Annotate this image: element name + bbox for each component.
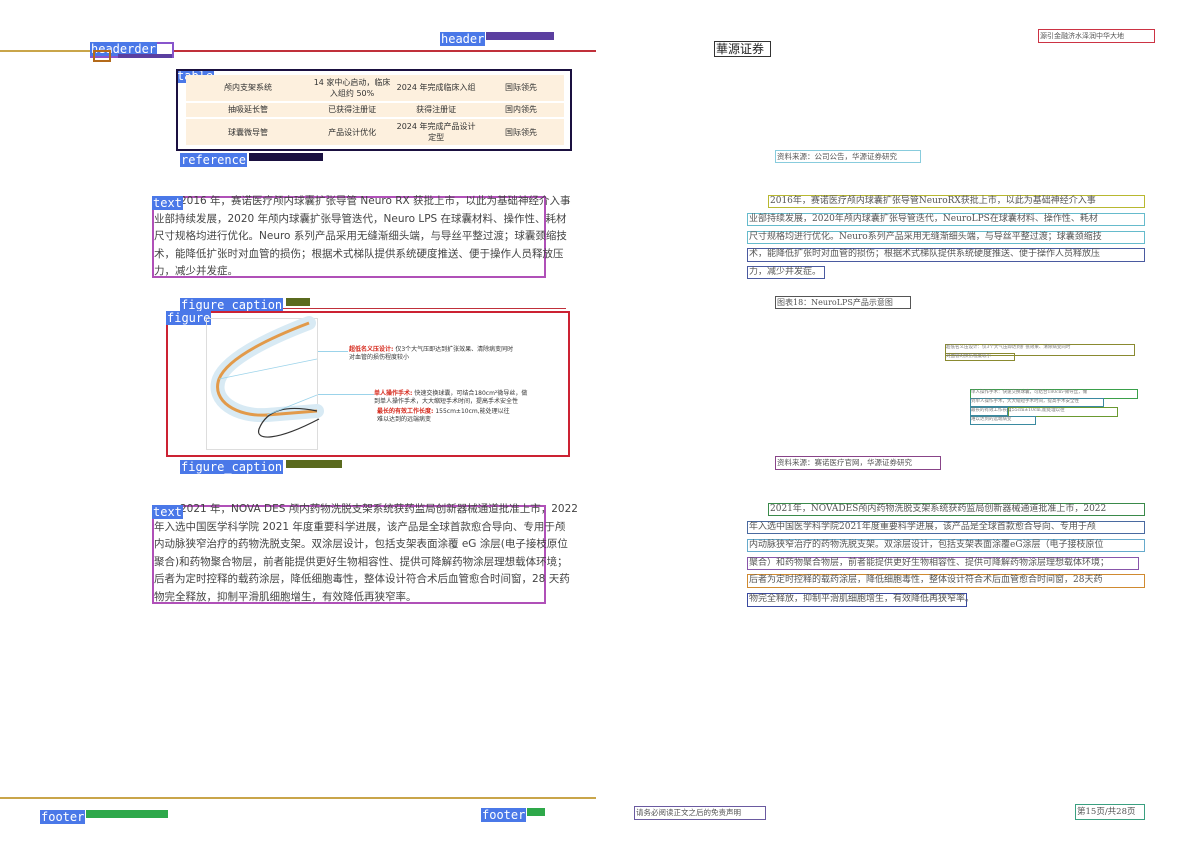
paragraph-line: 聚合)和药物聚合物层，前者能提供更好生物相容性、提供可降解药物涂层理想载体环境； [154, 555, 568, 568]
paragraph-line: 术，能降低扩张时对血管的损伤；根据术式梯队提供系统硬度推送、便于操作人员释放压 [154, 247, 564, 260]
source-note-2: 资料来源：赛诺医疗官网，华源证券研究 [775, 456, 941, 470]
ocr-line: 尺寸规格均进行优化。Neuro系列产品采用无缝渐细头端，与导丝平整过渡；球囊颈缩… [747, 231, 1145, 244]
header-red-line [172, 50, 596, 52]
footer-label-1: footer [40, 810, 86, 824]
logo-text: 華源证券 [714, 41, 771, 57]
table-cell: 产品设计优化 [310, 118, 395, 147]
caption-rule [180, 308, 566, 309]
source-note-1: 资料来源：公司公告，华源证券研究 [775, 150, 921, 163]
data-table: 颅内支架系统 14 家中心启动，临床入组约 50% 2024 年完成临床入组 国… [186, 75, 564, 147]
figure-region [166, 311, 570, 457]
table-cell: 国际领先 [478, 75, 564, 103]
ocr-line: 后者为定时控释的载药涂层，降低细胞毒性，整体设计符合术后血管愈合时间窗，28天药 [747, 574, 1145, 588]
tiny-annotation-1b: 对血管的损伤程度较小 [945, 353, 1015, 361]
table-cell: 国际领先 [478, 118, 564, 147]
paragraph-line: 年入选中国医学科学院 2021 年度重要科学进展，该产品是全球首款愈合导向、专用… [154, 520, 566, 533]
paragraph-line: 后者为定时控释的载药涂层，降低细胞毒性，整体设计符合术后血管愈合时间窗，28 天… [154, 573, 570, 585]
figure-caption-ocr: 图表18：NeuroLPS产品示意图 [775, 296, 911, 309]
text-region-2 [152, 505, 546, 604]
figure-annotation-1: 超低名义压设计: 仅3个大气压即达到扩张效果、清除病变同时 对血管的损伤程度较小 [349, 346, 513, 362]
ocr-line: 年入选中国医学科学院2021年度重要科学进展，该产品是全球首款愈合导向、专用于颅 [747, 521, 1145, 534]
footer-mark-2 [527, 808, 545, 816]
paragraph-line: 内动脉狭窄治疗的药物洗脱支架。双涂层设计，包括支架表面涂覆 eG 涂层(电子接枝… [154, 538, 568, 550]
table-cell: 获得注册证 [394, 101, 479, 120]
annotation-title: 单人操作手术: [374, 390, 413, 397]
annotation-text: 155cm±10cm,能处理以往 [435, 408, 510, 415]
tiny-annotation-1: 超低名义压设计：仅3个大气压即达到扩张效果、清除病变同时 [945, 344, 1135, 356]
ocr-line: 术，能降低扩张时对血管的损伤；根据术式梯队提供系统硬度推送、便于操作人员释放压 [747, 248, 1145, 262]
header-label-1: headerder [90, 42, 158, 56]
table-cell: 球囊微导管 [186, 118, 311, 147]
ocr-line: 2021年，NOVADES颅内药物洗脱支架系统获药监局创新器械通道批准上市，20… [768, 503, 1145, 516]
annotation-text: 难以达到的远端病变 [377, 416, 432, 423]
footer-label-2: footer [481, 808, 527, 822]
paragraph-line: 尺寸规格均进行优化。Neuro 系列产品采用无缝渐细头端，与导丝平整过渡；球囊颈… [154, 230, 567, 242]
ocr-line: 2016年，赛诺医疗颅内球囊扩张导管NeuroRX获批上市，以此为基础神经介入事 [768, 195, 1145, 208]
figure-caption-label-2: figure_caption [180, 460, 284, 474]
ocr-line: 聚合）和药物聚合物层，前者能提供更好生物相容性、提供可降解药物涂层理想载体环境； [747, 557, 1139, 570]
table-cell: 颅内支架系统 [186, 75, 311, 103]
table-cell: 14 家中心启动，临床入组约 50% [310, 75, 395, 103]
annotation-text: 到单人操作手术，大大缩短手术时间，提高手术安全性 [374, 398, 519, 405]
paragraph-line: 力，减少并发症。 [154, 265, 238, 277]
top-right-slogan: 源引金融济水泽润中华大地 [1038, 29, 1155, 43]
tiny-annotation-2b: 到单人操作手术，大大缩短手术时间，提高手术安全性 [970, 398, 1104, 407]
text-label-2: text [152, 505, 183, 519]
tiny-annotation-3b: 155cm±10cm,能处理以往 [1008, 407, 1118, 417]
table-cell: 抽吸延长管 [186, 101, 311, 120]
paragraph-line: 业部持续发展，2020 年颅内球囊扩张导管迭代，Neuro LPS 在球囊材料、… [154, 212, 567, 225]
figure-caption-label-1: figure_caption [180, 298, 284, 312]
header-logo-mark [93, 50, 111, 62]
footer-gold-line [0, 797, 596, 799]
text-region-1 [152, 196, 546, 278]
annotation-text: 对血管的损伤程度较小 [349, 354, 410, 361]
ocr-line: 业部持续发展，2020年颅内球囊扩张导管迭代，NeuroLPS在球囊材料、操作性… [747, 213, 1145, 226]
reference-label: reference [180, 153, 248, 167]
header-label-2: header [440, 32, 486, 46]
reference-mark [249, 153, 323, 161]
table-cell: 2024 年完成临床入组 [394, 75, 479, 103]
footer-disclaimer: 请务必阅读正文之后的免责声明 [634, 806, 766, 820]
figure-annotation-2: 单人操作手术: 快速交换球囊，可结合180cm²微导丝，做 到单人操作手术，大大… [374, 390, 527, 406]
ocr-line: 内动脉狭窄治疗的药物洗脱支架。双涂层设计，包括支架表面涂覆eG涂层（电子接枝原位 [747, 539, 1145, 552]
header-sub-mark [118, 54, 172, 58]
ocr-line: 物完全释放，抑制平滑肌细胞增生，有效降低再狭窄率。 [747, 593, 974, 607]
footer-page-number: 第15页/共28页 [1075, 804, 1145, 820]
footer-mark-1 [86, 810, 168, 818]
catheter-image [206, 316, 324, 450]
figure-annotation-3: 最长的有效工作长度: 155cm±10cm,能处理以往 难以达到的远端病变 [377, 408, 510, 424]
annotation-text: 快速交换球囊，可结合180cm²微导丝，做 [414, 390, 528, 397]
annotation-title: 超低名义压设计: [349, 346, 394, 353]
table-row: 颅内支架系统 14 家中心启动，临床入组约 50% 2024 年完成临床入组 国… [186, 75, 564, 103]
paragraph-line: 2021 年，NOVA DES 颅内药物洗脱支架系统获药监局创新器械通道批准上市… [180, 503, 578, 515]
paragraph-line: 物完全释放，抑制平滑肌细胞增生，有效降低再狭窄率。 [154, 590, 417, 603]
table-region [176, 69, 572, 151]
figure-label: figure [166, 311, 212, 325]
figure-caption-mark-1 [286, 298, 310, 306]
annotation-line-1 [318, 351, 348, 352]
tiny-annotation-3c: 难以达到的远端病变 [970, 416, 1036, 425]
annotation-line-2 [318, 394, 374, 395]
table-cell: 已获得注册证 [310, 101, 395, 120]
paragraph-1: 2016 年，赛诺医疗颅内球囊扩张导管 Neuro RX 获批上市，以此为基础神… [154, 193, 571, 279]
header-text-mark [486, 32, 554, 40]
tiny-annotation-3: 最长的有效工作长度： [970, 407, 1016, 416]
catheter-illustration [210, 316, 324, 438]
figure-caption-mark-2 [286, 460, 342, 468]
paragraph-line: 2016 年，赛诺医疗颅内球囊扩张导管 Neuro RX 获批上市，以此为基础神… [180, 195, 571, 207]
table-cell: 2024 年完成产品设计定型 [394, 118, 479, 147]
table-row: 抽吸延长管 已获得注册证 获得注册证 国内领先 [186, 101, 564, 120]
table-cell: 国内领先 [478, 101, 564, 120]
ocr-line: 力，减少并发症。 [747, 266, 825, 279]
paragraph-2: 2021 年，NOVA DES 颅内药物洗脱支架系统获药监局创新器械通道批准上市… [154, 501, 578, 604]
header-gold-line [0, 50, 92, 52]
text-label-1: text [152, 196, 183, 210]
annotation-title: 最长的有效工作长度: [377, 408, 434, 415]
annotation-text: 仅3个大气压即达到扩张效果、清除病变同时 [395, 346, 514, 353]
table-row: 球囊微导管 产品设计优化 2024 年完成产品设计定型 国际领先 [186, 118, 564, 147]
